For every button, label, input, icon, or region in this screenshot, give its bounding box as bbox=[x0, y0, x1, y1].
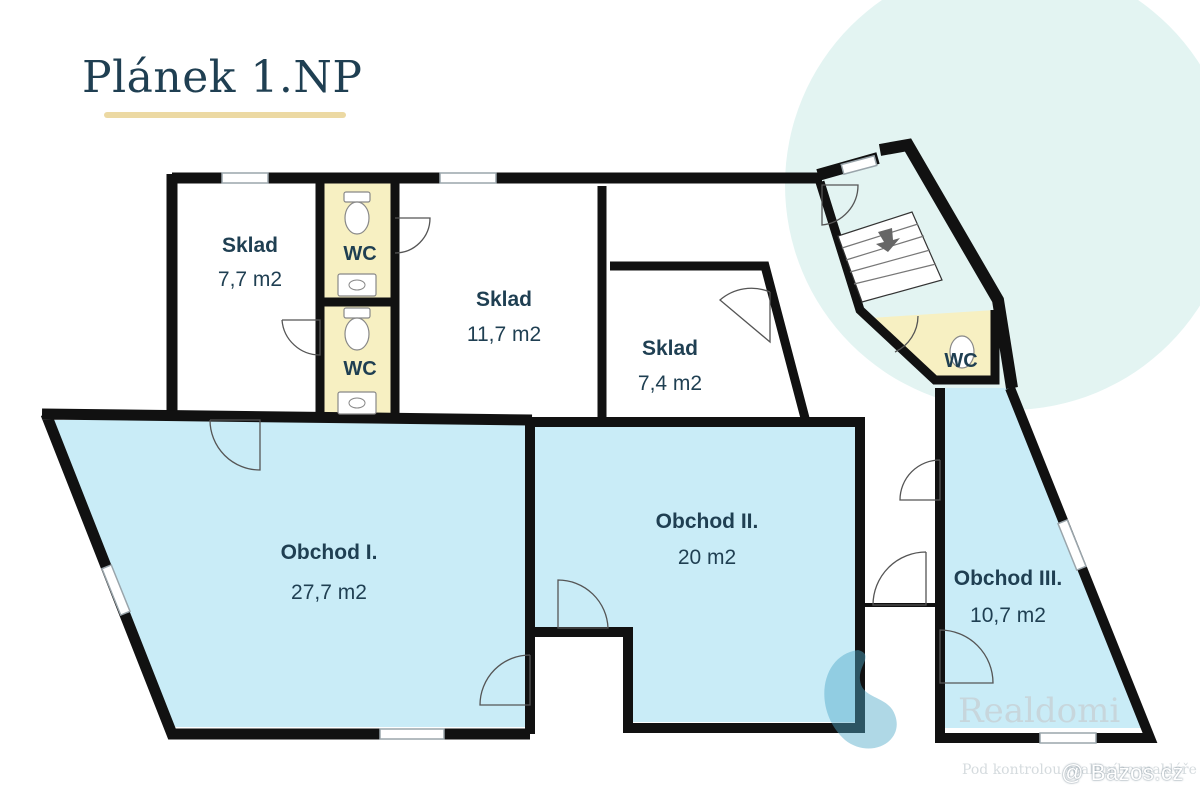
wall-sklad-c bbox=[597, 186, 810, 420]
room-area-obchod-1: 27,7 m2 bbox=[291, 581, 367, 604]
door-swing bbox=[718, 287, 771, 344]
title-underline bbox=[104, 112, 346, 118]
obchod-3-fill bbox=[938, 388, 1148, 728]
watermark-brand: Realdomi bbox=[958, 691, 1120, 731]
door-swing bbox=[894, 315, 919, 353]
window bbox=[379, 728, 445, 740]
room-area-sklad-a: 7,7 m2 bbox=[218, 268, 282, 291]
sink-icon bbox=[337, 391, 377, 415]
room-name-sklad-b: Sklad bbox=[476, 288, 532, 311]
door-swing bbox=[209, 419, 261, 471]
staircase bbox=[837, 211, 943, 303]
room-name-obchod-2: Obchod II. bbox=[656, 510, 759, 533]
windows bbox=[101, 154, 1097, 744]
room-name-sklad-a: Sklad bbox=[222, 234, 278, 257]
door-swing bbox=[939, 629, 994, 684]
door-swing bbox=[479, 654, 531, 706]
stair-direction-icon bbox=[876, 228, 900, 252]
door-swing bbox=[394, 217, 431, 254]
window bbox=[1057, 518, 1087, 572]
room-name-wc-top: WC bbox=[343, 243, 376, 265]
door-swing bbox=[821, 184, 859, 226]
room-name-obchod-3: Obchod III. bbox=[954, 567, 1063, 590]
decor-circle bbox=[785, 0, 1200, 410]
watermark-logo-icon bbox=[824, 650, 897, 749]
door-swing bbox=[557, 579, 609, 629]
obchod-2-fill bbox=[530, 420, 858, 722]
window bbox=[221, 172, 269, 184]
room-area-obchod-3: 10,7 m2 bbox=[970, 604, 1046, 627]
toilet-icon bbox=[949, 335, 975, 369]
room-area-obchod-2: 20 m2 bbox=[678, 546, 736, 569]
doors bbox=[209, 184, 994, 706]
room-name-wc-right: WC bbox=[944, 350, 977, 372]
room-name-obchod-1: Obchod I. bbox=[281, 541, 378, 564]
room-area-sklad-c: 7,4 m2 bbox=[638, 372, 702, 395]
window bbox=[840, 154, 878, 176]
obchod-1-fill bbox=[50, 420, 530, 727]
room-area-sklad-b: 11,7 m2 bbox=[467, 323, 541, 346]
toilet-icon bbox=[343, 191, 371, 235]
window bbox=[439, 172, 497, 184]
door-swing bbox=[872, 551, 927, 606]
room-name-wc-bottom: WC bbox=[343, 358, 376, 380]
wall-stair-west bbox=[815, 180, 1000, 385]
wall-obchod-2 bbox=[530, 417, 865, 733]
door-swing bbox=[899, 459, 941, 501]
window bbox=[101, 563, 131, 617]
sink-icon bbox=[337, 273, 377, 297]
watermark-caption: Pod kontrolou realitního makléře bbox=[962, 762, 1197, 778]
watermark: Realdomi Pod kontrolou realitního makléř… bbox=[824, 650, 1197, 778]
door-swing bbox=[281, 319, 321, 356]
page-title: Plánek 1.NP bbox=[82, 52, 363, 103]
window bbox=[1039, 732, 1097, 744]
walls bbox=[40, 138, 1158, 743]
toilet-icon bbox=[343, 307, 371, 351]
site-badge: @ Bazos.cz bbox=[1061, 760, 1184, 785]
room-name-sklad-c: Sklad bbox=[642, 337, 698, 360]
